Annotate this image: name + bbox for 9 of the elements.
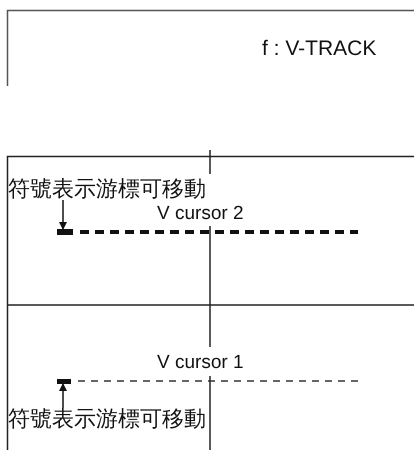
mode-label: f : V-TRACK (262, 38, 376, 59)
cursor-mark (57, 229, 73, 235)
note-text: 符號表示游標可移動 (8, 408, 206, 430)
cursor-mark (57, 379, 71, 384)
note-text: 符號表示游標可移動 (8, 178, 206, 200)
cursor-label: V cursor 2 (157, 204, 244, 223)
arrow (59, 383, 67, 408)
arrow (59, 200, 67, 230)
cursor-label: V cursor 1 (157, 353, 244, 372)
